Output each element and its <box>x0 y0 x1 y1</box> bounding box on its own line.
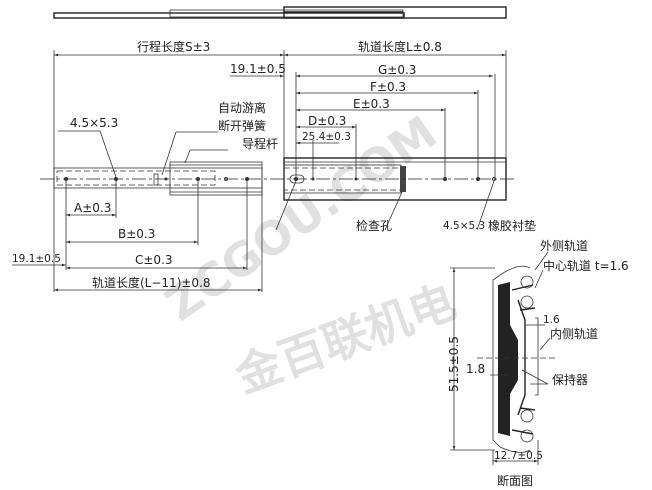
d-label: D±0.3 <box>308 114 346 128</box>
first-hole-label: 25.4±0.3 <box>302 131 351 143</box>
inner-length-label: 轨道长度(L−11)±0.8 <box>92 275 211 290</box>
top-view-rail <box>53 6 507 19</box>
stroke-label: 行程长度S±3 <box>137 39 210 54</box>
c-label: C±0.3 <box>135 253 173 267</box>
rail-length-label: 轨道长度L±0.8 <box>358 39 442 54</box>
section-title: 断面图 <box>497 473 533 488</box>
hole-right-label: 4.5×5.3 <box>443 220 485 232</box>
disconnect-spring <box>153 173 159 186</box>
disconnect-label-2: 断开弹簧 <box>218 118 266 133</box>
cross-section: 51.5±0.5 <box>447 251 555 465</box>
guide-rod-label: 导程杆 <box>242 136 278 151</box>
outer-rail-label: 外侧轨道 <box>540 239 588 253</box>
center-rail-label: 中心轨道 t=1.6 <box>543 258 629 273</box>
offset-left-label: 19.1±0.5 <box>12 253 61 265</box>
mounting-holes <box>64 177 496 181</box>
side-view-rails <box>40 157 515 201</box>
f-label: F±0.3 <box>370 80 406 94</box>
b-label: B±0.3 <box>118 227 155 241</box>
disconnect-label-1: 自动游离 <box>218 100 266 115</box>
inner-rail-label: 内侧轨道 <box>550 327 598 341</box>
a-label: A±0.3 <box>74 201 111 215</box>
watermark-name: 金百联机电 <box>227 274 463 404</box>
offset-top-label: 19.1±0.5 <box>230 62 286 76</box>
thickness-1-6-label: 1.6 <box>543 314 560 326</box>
width-label: 12.7±0.5 <box>494 450 543 462</box>
thickness-1-8-label: 1.8 <box>466 362 485 376</box>
height-label: 51.5±0.5 <box>447 336 461 392</box>
inspection-hole-label: 检查孔 <box>356 218 392 233</box>
g-label: G±0.3 <box>378 63 416 77</box>
hole-left-label: 4.5×5.3 <box>70 116 118 130</box>
retainer-label: 保持器 <box>552 372 588 387</box>
e-label: E±0.3 <box>353 97 390 111</box>
rubber-pad-label: 橡胶衬垫 <box>488 218 536 233</box>
